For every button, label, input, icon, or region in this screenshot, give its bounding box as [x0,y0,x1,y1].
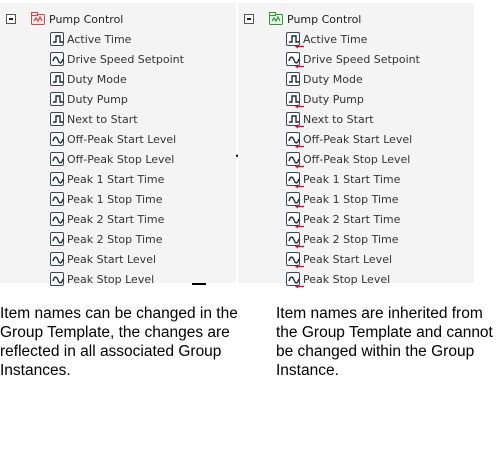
analog-point-instance-icon [286,272,304,289]
tree-item[interactable]: Off-Peak Stop Level [50,151,174,167]
analog-point-icon [50,192,64,206]
tree-item-label: Peak 1 Stop Time [67,192,163,206]
template-caption: Item names can be changed in the Group T… [0,305,238,379]
analog-point-instance-icon [286,172,304,189]
tree-root-row[interactable]: Pump Control [6,11,123,27]
analog-point-instance-icon [286,232,304,249]
tree-item-label: Duty Mode [67,72,127,86]
tree-item[interactable]: Next to Start [286,111,374,129]
tree-item[interactable]: Peak Start Level [286,251,393,269]
tree-item-label: Peak 1 Start Time [67,172,165,186]
analog-point-instance-icon [286,192,304,209]
group-instance-icon [269,12,283,25]
tree-item-label: Off-Peak Stop Level [67,152,175,166]
tree-item[interactable]: Peak 1 Start Time [286,171,401,189]
tree-item-label: Off-Peak Stop Level [303,152,411,166]
analog-point-instance-icon [286,152,304,169]
tree-item-label: Duty Pump [67,92,128,106]
analog-point-instance-icon [286,132,304,149]
tree-item[interactable]: Off-Peak Start Level [286,131,413,149]
tree-item-label: Off-Peak Start Level [67,132,177,146]
analog-point-instance-icon [286,252,304,269]
collapse-icon[interactable] [6,14,16,24]
tree-item[interactable]: Peak 2 Start Time [286,211,401,229]
tree-item[interactable]: Drive Speed Setpoint [50,51,184,67]
tree-item-label: Duty Pump [303,92,364,106]
tree-root-row[interactable]: Pump Control [244,11,361,27]
tree-item[interactable]: Active Time [286,31,368,49]
analog-point-icon [50,152,64,166]
tree-item-label: Drive Speed Setpoint [303,52,420,66]
tree-item-label: Peak Stop Level [67,272,155,286]
tree-item-label: Active Time [67,32,132,46]
tree-item[interactable]: Active Time [50,31,131,47]
tree-item-label: Peak 2 Start Time [303,212,401,226]
tree-item-label: Drive Speed Setpoint [67,52,184,66]
instance-caption: Item names are inherited from the Group … [276,305,493,379]
tree-item[interactable]: Duty Mode [50,71,127,87]
tree-item[interactable]: Drive Speed Setpoint [286,51,420,69]
tree-item-label: Peak Stop Level [303,272,391,286]
tree-item[interactable]: Next to Start [50,111,138,127]
tree-item-label: Active Time [303,32,368,46]
digital-point-icon [50,72,64,86]
analog-point-instance-icon [286,212,304,229]
tree-item[interactable]: Peak 2 Start Time [50,211,164,227]
analog-point-icon [50,272,64,286]
tree-item-label: Peak Start Level [67,252,157,266]
digital-point-icon [50,92,64,106]
tree-item[interactable]: Peak 1 Stop Time [50,191,163,207]
tree-item[interactable]: Peak 1 Stop Time [286,191,399,209]
collapse-icon[interactable] [244,14,254,24]
tree-item-label: Peak 2 Stop Time [303,232,399,246]
analog-point-icon [50,172,64,186]
tree-item-label: Peak Start Level [303,252,393,266]
digital-point-icon [50,32,64,46]
tree-item-label: Off-Peak Start Level [303,132,413,146]
tree-item[interactable]: Peak Stop Level [50,271,154,287]
tree-item[interactable]: Peak 2 Stop Time [286,231,399,249]
tree-root-label: Pump Control [49,12,124,26]
tree-item-label: Next to Start [303,112,374,126]
analog-point-instance-icon [286,52,304,69]
analog-point-icon [50,132,64,146]
analog-point-icon [50,232,64,246]
analog-point-icon [50,52,64,66]
tree-item[interactable]: Peak Stop Level [286,271,391,289]
analog-point-icon [50,252,64,266]
tree-item[interactable]: Duty Pump [50,91,128,107]
tree-item[interactable]: Duty Pump [286,91,364,109]
tree-item-label: Peak 2 Start Time [67,212,165,226]
tree-item[interactable]: Peak 1 Start Time [50,171,164,187]
tree-root-label: Pump Control [287,12,362,26]
digital-point-instance-icon [286,92,304,109]
analog-point-icon [50,212,64,226]
tree-item-label: Duty Mode [303,72,363,86]
digital-point-instance-icon [286,112,304,129]
tree-item[interactable]: Off-Peak Start Level [50,131,176,147]
tree-item-label: Peak 1 Start Time [303,172,401,186]
digital-point-instance-icon [286,32,304,49]
group-template-icon [31,12,45,25]
tree-item-label: Peak 2 Stop Time [67,232,163,246]
tree-item-label: Peak 1 Stop Time [303,192,399,206]
tree-item[interactable]: Peak 2 Stop Time [50,231,163,247]
tree-item[interactable]: Off-Peak Stop Level [286,151,411,169]
tree-item[interactable]: Peak Start Level [50,251,156,267]
digital-point-icon [50,112,64,126]
tree-item-label: Next to Start [67,112,138,126]
digital-point-icon [286,72,300,86]
tree-item[interactable]: Duty Mode [286,71,363,87]
